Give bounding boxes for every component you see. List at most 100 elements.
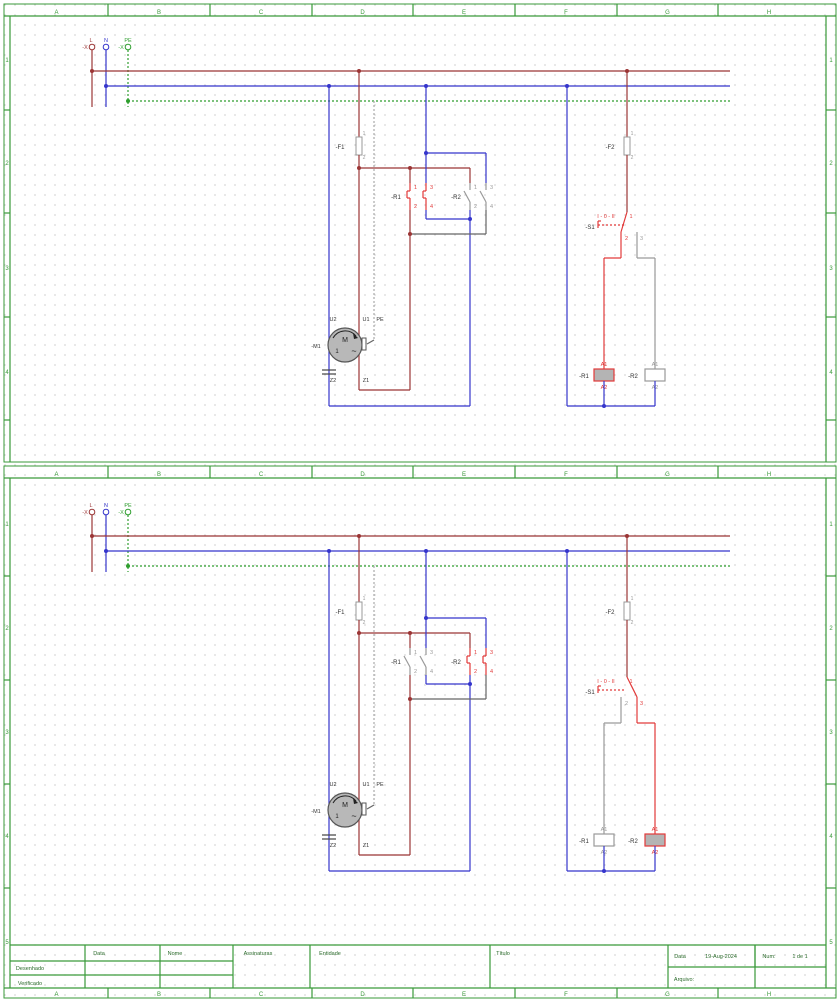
motor-terminal-icon: [361, 337, 367, 351]
row-label-4: 4: [5, 834, 9, 840]
terminal-n-icon: [102, 508, 110, 516]
terminal-prefix: -X: [118, 45, 124, 51]
column-label-e: E: [462, 10, 466, 16]
motor-z1-label: Z1: [363, 378, 369, 384]
motor-u2-label: U2: [329, 782, 336, 788]
column-label-b: B: [157, 10, 161, 16]
column-label-f: F: [564, 472, 568, 478]
terminal-pe-label: PE: [124, 38, 132, 44]
terminal-pe-icon: [124, 508, 132, 516]
junction-dot: [90, 534, 94, 538]
title-num-label: Num:: [762, 954, 776, 960]
junction-dot: [408, 697, 412, 701]
pin-label: 2: [474, 204, 477, 210]
column-label-g: G: [665, 472, 670, 478]
fuse-f2-icon: [623, 136, 631, 156]
pin-label: 4: [430, 204, 433, 210]
motor-u1-label: U1: [362, 317, 369, 323]
arrow-head-icon: [353, 333, 358, 339]
coil-r1-icon: [593, 833, 615, 847]
column-label-c: C: [259, 10, 264, 16]
row-label-3: 3: [5, 730, 9, 736]
pin-label: 2: [631, 155, 634, 161]
motor-phase: 1: [335, 814, 339, 820]
terminal-prefix: -X: [118, 510, 124, 516]
coil-r1-a1: A1: [601, 827, 608, 833]
outer-border: [3, 465, 837, 999]
column-label-d: D: [360, 472, 365, 478]
pin-label: 3: [490, 185, 493, 191]
coil-r2-a1: A1: [652, 827, 659, 833]
junction-dot: [104, 84, 108, 88]
row-label-4: 4: [829, 834, 833, 840]
terminal-prefix: -X: [82, 45, 88, 51]
pin-label: 2: [625, 236, 628, 242]
wire: [419, 655, 427, 668]
pin-label: 1: [631, 131, 634, 137]
row-label-1: 1: [829, 522, 833, 528]
motor-ac-symbol: ~: [351, 346, 356, 356]
coil-r1-a1: A1: [601, 362, 608, 368]
column-label-h: H: [767, 992, 771, 998]
row-label-5: 5: [5, 940, 9, 946]
contact-r1-1-2: 12: [406, 183, 417, 210]
fuse-f1-icon: [355, 601, 363, 621]
pin-label: 2: [363, 155, 366, 161]
terminal-l-icon: [88, 508, 96, 516]
column-label-f: F: [564, 10, 568, 16]
pin-label: 3: [640, 701, 643, 707]
motor-m1-label: -M1: [311, 344, 320, 350]
pin-label: 1: [414, 650, 417, 656]
wire: [479, 190, 487, 203]
pin-label: 1: [414, 185, 417, 191]
s1-positions-label: I - 0 - II: [597, 214, 615, 220]
motor-m1-icon: [327, 792, 363, 828]
column-label-b: B: [157, 992, 161, 998]
title-num-value: 1 de 1: [792, 954, 807, 960]
s1-positions-label: I - 0 - II: [597, 679, 615, 685]
title-col-assinaturas: Assinaturas: [244, 951, 273, 957]
title-row-desenhado: Desenhado: [16, 966, 44, 972]
pin-label: 3: [490, 650, 493, 656]
contact-r1-3-4: 34: [419, 648, 433, 675]
row-label-5: 5: [829, 940, 833, 946]
contact-r2-3-4: 34: [479, 183, 493, 210]
motor-u1-label: U1: [362, 782, 369, 788]
pin-label: 2: [474, 669, 477, 675]
fuse-f2-icon: [623, 601, 631, 621]
pin-label: 1: [631, 596, 634, 602]
pin-label: 2: [414, 204, 417, 210]
fuse-f1-label: -F1: [336, 145, 346, 151]
terminal-prefix: -X: [82, 510, 88, 516]
motor-m1-icon: [327, 327, 363, 363]
column-label-e: E: [462, 992, 466, 998]
title-col-titulo: Título: [496, 951, 510, 957]
coil-r1-label: -R1: [579, 374, 589, 380]
junction-dot: [90, 69, 94, 73]
row-label-3: 3: [5, 266, 9, 272]
pin-label: 1: [629, 679, 632, 685]
junction-dot: [126, 564, 130, 568]
row-label-1: 1: [5, 58, 9, 64]
row-label-1: 1: [829, 58, 833, 64]
pin-label: 1: [474, 650, 477, 656]
terminal-n-label: N: [104, 503, 108, 509]
coil-r1-label: -R1: [579, 839, 589, 845]
pin-label: 1: [474, 185, 477, 191]
row-label-2: 2: [829, 161, 833, 167]
contact-r1-1-2: 12: [403, 648, 417, 675]
pin-label: 3: [430, 650, 433, 656]
pin-label: 4: [430, 669, 433, 675]
pin-label: 1: [363, 596, 366, 602]
row-label-3: 3: [829, 730, 833, 736]
contact-r2-1-2: 12: [463, 183, 477, 210]
switch-blade: [620, 211, 628, 233]
coil-r2-icon: [644, 368, 666, 382]
